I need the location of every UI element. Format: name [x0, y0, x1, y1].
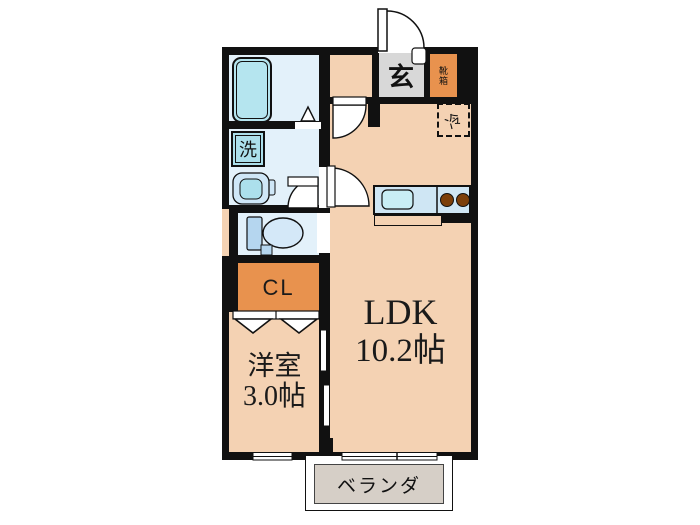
bathroom-door-opening [295, 122, 321, 129]
ldk-size: 10.2帖 [355, 333, 446, 370]
entrance-label: 玄 [387, 62, 414, 92]
hallway-floor [330, 53, 372, 97]
western-room-name: 洋室 [247, 351, 302, 381]
closet: CL [238, 263, 319, 312]
toilet-door-opening [317, 213, 330, 253]
washing-machine-label: 洗 [239, 140, 257, 160]
western-room-label: 洋室 3.0帖 [229, 351, 320, 413]
bathtub [232, 57, 272, 123]
entrance-door-arc [386, 10, 425, 49]
toilet-west-wall [229, 205, 238, 263]
kitchen-counter-edge [374, 215, 442, 226]
central-vertical-wall [319, 47, 330, 460]
western-room-floor [229, 311, 319, 452]
toilet-floor [238, 213, 319, 256]
refrigerator-label: 冷 [443, 110, 466, 133]
closet-label: CL [262, 274, 295, 300]
balcony-label: ベランダ [336, 475, 421, 497]
pipe-shaft [222, 209, 229, 256]
hall-entrance-divider-wall [372, 53, 379, 97]
right-wall [471, 47, 478, 460]
ldk-floor [330, 97, 471, 452]
refrigerator-space: 冷 [437, 103, 470, 137]
bathroom-south-wall [229, 121, 321, 129]
corner-wall-junction [319, 438, 333, 460]
kitchen-wall-stub [442, 215, 471, 223]
top-wall [222, 47, 378, 55]
shoe-box: 靴箱 [430, 54, 457, 97]
entrance-door-leaf [377, 8, 388, 52]
ldk-name: LDK [363, 292, 438, 332]
kitchen-counter [373, 185, 471, 215]
closet-west-wall [229, 255, 238, 312]
western-room-size: 3.0帖 [242, 381, 306, 413]
entrance-south-wall [319, 97, 471, 104]
ldk-room-label: LDK 10.2帖 [330, 292, 471, 371]
washing-machine-space: 洗 [231, 131, 265, 167]
entrance-area: 玄 [378, 53, 424, 97]
doorway-wall-stub [368, 104, 380, 127]
washroom-door-opening [319, 167, 330, 208]
toilet-south-wall [229, 255, 330, 263]
balcony-deck: ベランダ [314, 464, 444, 504]
shoe-box-label: 靴箱 [438, 65, 448, 86]
washroom-south-wall [229, 205, 330, 213]
bathtub-rim [236, 61, 268, 119]
